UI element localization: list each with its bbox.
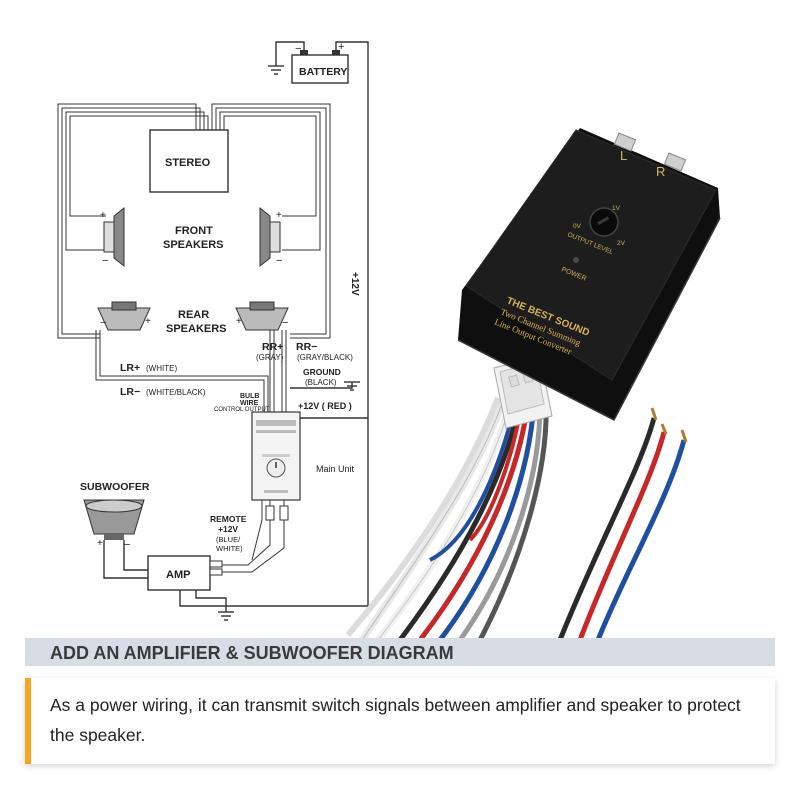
power-led xyxy=(573,257,579,263)
loose-wires xyxy=(557,407,688,641)
product-photo: L R 1V 0V 2V OUTPUT LEVEL POWER THE BEST… xyxy=(345,128,721,643)
rr-plus-label: RR+ xyxy=(262,341,283,353)
amp-ground-symbol xyxy=(218,611,234,621)
rca-wire-left xyxy=(222,500,271,566)
rear-speakers-label-1: REAR xyxy=(178,309,209,321)
battery: − + BATTERY xyxy=(291,41,349,84)
plus12v-main-line xyxy=(335,41,369,600)
stereo-head-unit: STEREO xyxy=(149,129,229,193)
description-card xyxy=(25,678,775,764)
svg-text:−: − xyxy=(276,255,282,267)
plus12v-red-label: +12V ( RED ) xyxy=(298,401,352,411)
rca-wire-right xyxy=(222,500,285,573)
remote-label-1: REMOTE xyxy=(210,514,247,524)
svg-text:+: + xyxy=(276,210,282,221)
rr-minus-color: (GRAY/BLACK) xyxy=(297,353,353,362)
channel-l-label: L xyxy=(620,148,627,163)
rr-minus-label: RR− xyxy=(296,341,317,353)
remote-label-4: WHITE) xyxy=(216,544,243,553)
lr-minus-color: (WHITE/BLACK) xyxy=(146,388,206,397)
main-unit-label: Main Unit xyxy=(316,464,355,474)
amp-12v-wire xyxy=(179,590,369,607)
ground-color: (BLACK) xyxy=(305,378,337,387)
channel-r-label: R xyxy=(656,164,665,179)
battery-plus: + xyxy=(338,41,344,53)
rear-speaker-right: + − xyxy=(235,301,289,331)
subwoofer-label: SUBWOOFER xyxy=(80,481,150,493)
front-speaker-left: + − xyxy=(100,206,125,268)
plus12v-vertical-label: +12V xyxy=(349,272,360,296)
wiring-diagram: − + BATTERY +12V STEREO xyxy=(57,41,369,621)
knob-top-label: 1V xyxy=(612,205,621,212)
lr-minus-label: LR− xyxy=(120,386,140,398)
svg-text:−: − xyxy=(124,539,130,551)
amplifier: AMP xyxy=(147,555,223,591)
description-accent-bar xyxy=(25,678,31,764)
bulb-wire-label-1: BULB xyxy=(240,393,259,400)
front-speakers-label-1: FRONT xyxy=(175,225,213,237)
front-speaker-right: + − xyxy=(259,206,282,268)
section-banner xyxy=(25,638,775,666)
control-output-label: CONTROL OUTPUT xyxy=(214,407,270,413)
amp-ground-wire xyxy=(195,590,227,612)
ground-wire xyxy=(290,382,353,389)
sub-wire-plus xyxy=(103,540,148,579)
front-speakers-label-2: SPEAKERS xyxy=(163,239,224,251)
svg-text:−: − xyxy=(282,317,288,329)
sub-wire-minus xyxy=(123,540,148,571)
amp-label: AMP xyxy=(166,569,190,581)
subwoofer: + − xyxy=(83,499,145,551)
knob-left-label: 0V xyxy=(573,223,582,230)
svg-text:−: − xyxy=(100,317,106,329)
speaker-harness-wires xyxy=(57,103,331,339)
knob-right-label: 2V xyxy=(617,240,626,247)
rca-jacks xyxy=(613,132,687,172)
ground-symbol xyxy=(344,381,360,391)
remote-label-2: +12V xyxy=(218,524,238,534)
battery-ground-symbol xyxy=(268,65,284,75)
svg-text:−: − xyxy=(102,255,108,267)
svg-text:+: + xyxy=(236,316,242,327)
remote-label-3: (BLUE/ xyxy=(216,535,241,544)
battery-minus: − xyxy=(295,43,301,55)
description-text: As a power wiring, it can transmit switc… xyxy=(50,695,741,745)
lr-plus-color: (WHITE) xyxy=(146,364,177,373)
battery-label: BATTERY xyxy=(299,66,347,78)
svg-text:+: + xyxy=(100,210,106,221)
rear-speaker-left: − + xyxy=(97,301,151,331)
output-level-knob[interactable] xyxy=(589,207,619,237)
wire-bundle xyxy=(345,393,549,643)
ground-label: GROUND xyxy=(303,367,341,377)
remote-wire xyxy=(251,500,263,561)
lr-plus-label: LR+ xyxy=(120,362,140,374)
bulb-wire-label-2: WIRE xyxy=(240,400,259,407)
section-title: ADD AN AMPLIFIER & SUBWOOFER DIAGRAM xyxy=(50,643,454,663)
battery-ground-wire xyxy=(275,41,305,66)
device-top-face xyxy=(465,129,717,381)
rear-speakers-label-2: SPEAKERS xyxy=(166,323,227,335)
rear-speaker-to-main-wires xyxy=(95,330,287,412)
svg-text:+: + xyxy=(97,538,103,549)
svg-text:+: + xyxy=(145,316,151,327)
main-unit xyxy=(251,411,301,501)
stereo-label: STEREO xyxy=(165,157,211,169)
